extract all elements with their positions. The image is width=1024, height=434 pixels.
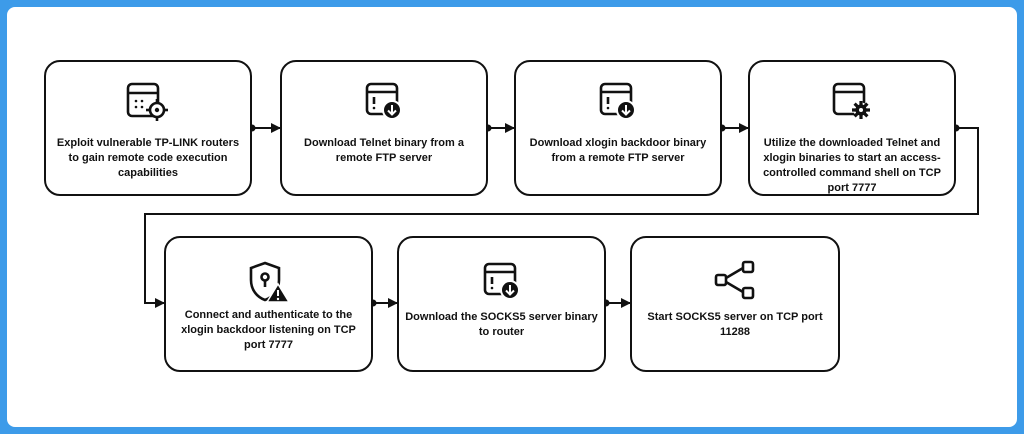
download-window-icon — [364, 80, 404, 127]
browser-target-icon — [124, 80, 172, 129]
step-1-text: Exploit vulnerable TP-LINK routers to ga… — [56, 137, 240, 179]
step-2-text: Download Telnet binary from a remote FTP… — [304, 137, 464, 164]
step-7-start-socks5-node: Start SOCKS5 server on TCP port 11288 — [630, 236, 840, 372]
step-4-command-shell-node: Utilize the downloaded Telnet and xlogin… — [748, 60, 956, 196]
step-5-text: Connect and authenticate to the xlogin b… — [181, 309, 356, 351]
network-share-icon — [712, 258, 758, 307]
step-4-text: Utilize the downloaded Telnet and xlogin… — [763, 137, 941, 194]
download-window-icon — [482, 260, 522, 307]
step-7-text: Start SOCKS5 server on TCP port 11288 — [647, 311, 823, 338]
step-3-download-xlogin-node: Download xlogin backdoor binary from a r… — [514, 60, 722, 196]
step-1-exploit-node: Exploit vulnerable TP-LINK routers to ga… — [44, 60, 252, 196]
shield-keyhole-warning-icon — [245, 260, 293, 309]
step-2-download-telnet-node: Download Telnet binary from a remote FTP… — [280, 60, 488, 196]
download-window-icon — [598, 80, 638, 127]
step-3-text: Download xlogin backdoor binary from a r… — [529, 137, 707, 164]
window-gear-icon — [831, 80, 873, 127]
step-6-download-socks5-node: Download the SOCKS5 server binary to rou… — [397, 236, 606, 372]
step-5-connect-backdoor-node: Connect and authenticate to the xlogin b… — [164, 236, 373, 372]
step-6-text: Download the SOCKS5 server binary to rou… — [405, 311, 598, 338]
connector-4-5 — [144, 127, 979, 308]
